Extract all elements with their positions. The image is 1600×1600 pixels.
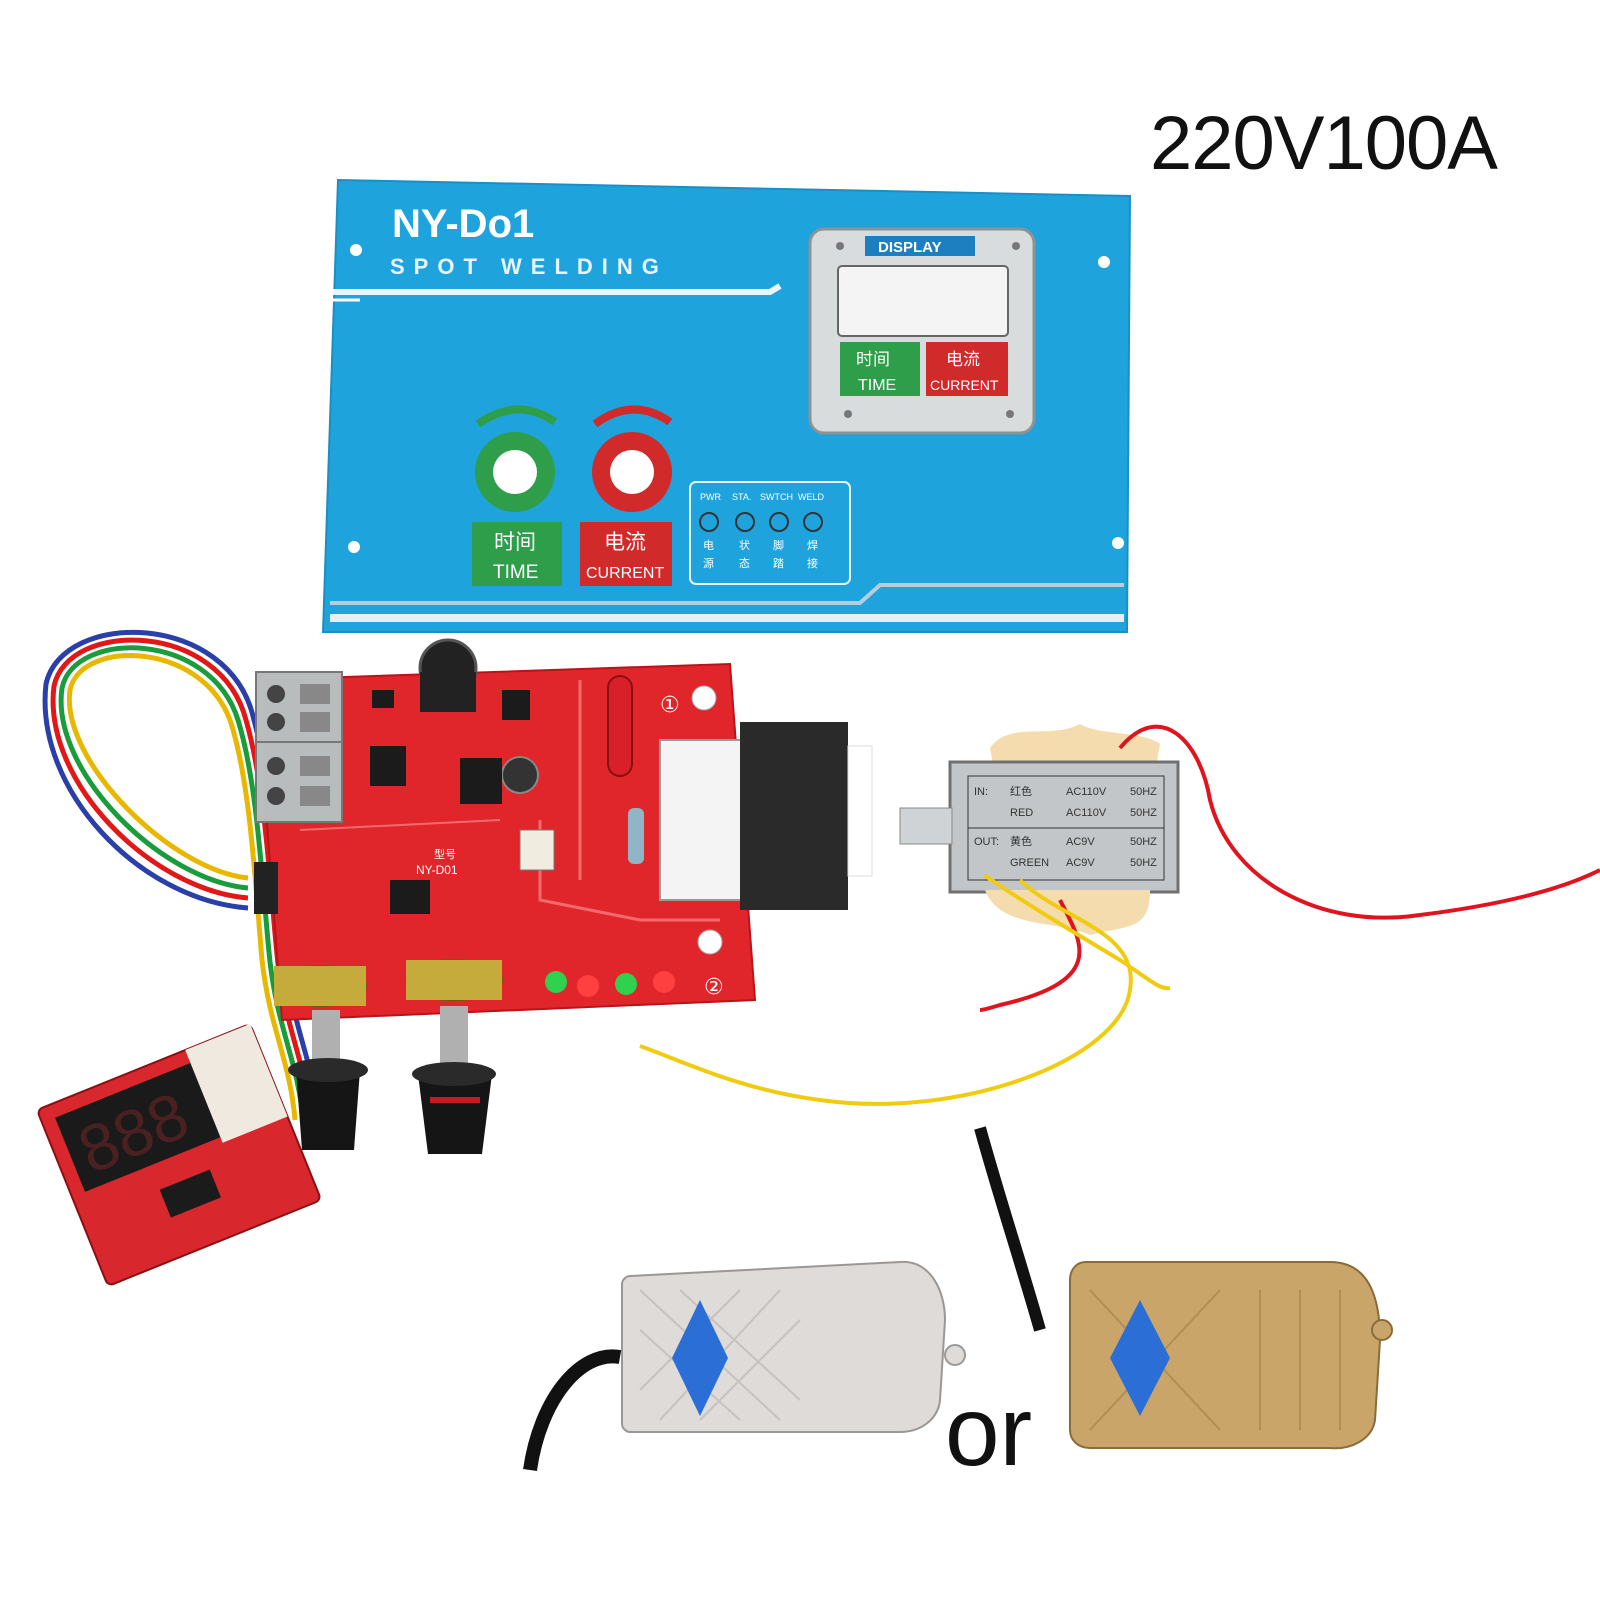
tf-r2c2: RED [1010,807,1033,819]
tf-r2c4: 50HZ [1130,807,1157,819]
led-top-1: PWR [700,492,721,502]
tf-r3c4: 50HZ [1130,836,1157,848]
display-time-cn: 时间 [856,350,890,369]
front-panel: NY-Do1 SPOT WELDING DISPLAY 时间 TIME 电流 C… [321,178,1132,633]
pcb-board: ① ② 型号 NY-D01 [254,638,873,1022]
pcb-marker-2: ② [704,974,724,999]
led-top-3: SWTCH [760,492,793,502]
transformer-wires [639,724,1600,1106]
time-knob-ring-icon [475,405,558,512]
tf-r4c3: AC9V [1066,857,1095,869]
pcb-label-model: NY-D01 [416,863,458,877]
knob-current-cn: 电流 [604,531,646,554]
transformer: IN: 红色 AC110V 50HZ RED AC110V 50HZ OUT: … [899,724,1180,935]
tf-r3c2: 黄色 [1010,834,1032,848]
led-cn-3a: 脚 [773,538,784,552]
display-window: DISPLAY 时间 TIME 电流 CURRENT [808,227,1036,435]
panel-model: NY-Do1 [392,202,534,246]
tf-r1c1: IN: [974,786,988,798]
display-label: DISPLAY [878,239,942,256]
potentiometer-knob-current-icon [405,959,503,1154]
led-indicator-block: PWR STA. SWTCH WELD 电 状 脚 焊 源 态 踏 接 [689,481,851,585]
led-top-2: STA. [732,492,751,502]
or-separator: or [945,1376,1032,1486]
led-cn-2a: 状 [739,538,750,552]
tf-r4c2: GREEN [1010,857,1049,869]
foot-pedal-grey [523,1260,966,1472]
tf-r2c3: AC110V [1066,807,1107,819]
panel-subtitle: SPOT WELDING [390,254,668,279]
knob-time-en: TIME [493,562,538,583]
led-cn-3b: 踏 [773,556,784,570]
display-current-en: CURRENT [930,377,999,393]
led-cn-4b: 接 [807,557,818,570]
led-cn-2b: 态 [739,557,750,570]
current-knob-ring-icon [592,405,673,512]
led-top-4: WELD [798,492,825,502]
tf-r3c1: OUT: [974,836,999,848]
led-cn-4a: 焊 [807,538,818,552]
tf-r3c3: AC9V [1066,836,1095,848]
pcb-marker-1: ① [660,692,680,717]
foot-pedal-beige [974,1126,1393,1450]
knob-current-en: CURRENT [586,565,664,582]
tf-r1c3: AC110V [1066,786,1107,798]
tf-r1c2: 红色 [1010,784,1032,798]
led-cn-1b: 源 [703,556,714,570]
led-display-module: 888 [37,1023,321,1286]
display-time-en: TIME [858,377,896,394]
potentiometer-knob-time-icon [273,965,368,1150]
tf-r4c4: 50HZ [1130,857,1157,869]
led-cn-1a: 电 [703,539,714,552]
spec-label: 220V100A [1150,101,1498,186]
knob-time-cn: 时间 [494,531,536,554]
tf-r1c4: 50HZ [1130,786,1157,798]
display-current-cn: 电流 [946,350,980,369]
pcb-label-cn: 型号 [434,847,456,861]
